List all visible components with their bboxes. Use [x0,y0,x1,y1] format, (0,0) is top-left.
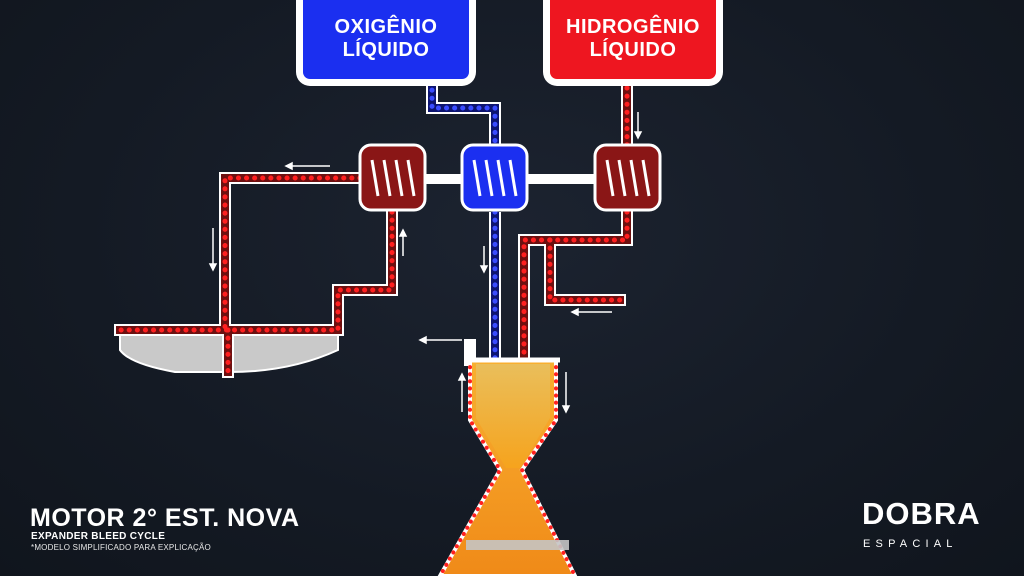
flow-arrows [208,112,643,414]
page-subtitle: EXPANDER BLEED CYCLE [31,531,166,542]
liquid-hydrogen-tank: HIDROGÊNIO LÍQUIDO [543,0,723,86]
dobra-espacial-logo: DOBRA ESPACIAL [858,496,998,556]
turbine-left [358,143,427,212]
oxygen-tank-label-line2: LÍQUIDO [342,38,430,61]
footnote: *MODELO SIMPLIFICADO PARA EXPLICAÇÃO [31,543,211,552]
liquid-oxygen-tank: OXIGÊNIO LÍQUIDO [296,0,476,86]
hydrogen-tank-label-line2: LÍQUIDO [589,38,677,61]
engine-nozzle [437,357,578,576]
oxygen-pump [460,143,529,212]
hydrogen-tank-label-line1: HIDROGÊNIO [566,15,700,38]
logo-wordmark: DOBRA [862,496,981,531]
page-title: MOTOR 2° EST. NOVA [30,504,300,532]
hydrogen-lines [114,82,633,378]
oxygen-lines [426,79,501,363]
hydrogen-pump [593,143,662,212]
logo-subtitle: ESPACIAL [863,538,958,550]
oxygen-tank-label-line1: OXIGÊNIO [334,15,438,38]
